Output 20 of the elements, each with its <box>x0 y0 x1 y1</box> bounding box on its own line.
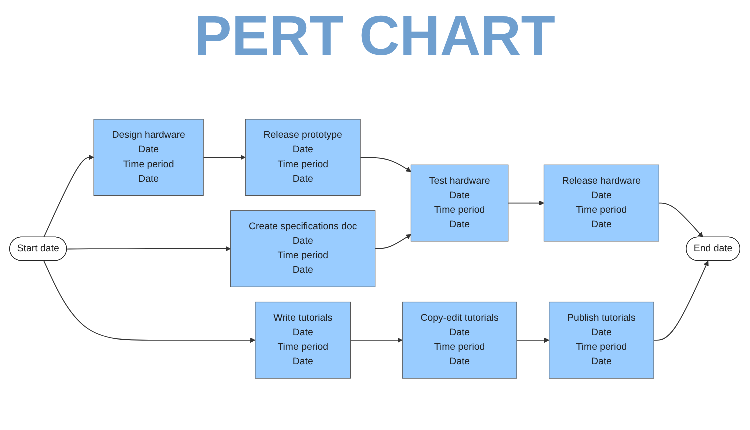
arrow <box>508 200 544 206</box>
node-box: Create specifications doc Date Time period Date <box>230 210 376 288</box>
arrow <box>66 246 232 252</box>
arrow <box>203 154 246 160</box>
arrow <box>654 260 709 341</box>
arrow <box>658 202 704 238</box>
node-box: Release prototype Date Time period Date <box>245 119 361 196</box>
arrow <box>350 338 403 344</box>
chart-title: PERT CHART <box>194 4 556 68</box>
node-box: Release hardware Date Time period Date <box>544 164 660 242</box>
node-box: Publish tutorials Date Time period Date <box>549 302 654 379</box>
node-box: Test hardware Date Time period Date <box>410 164 509 242</box>
node-box: Write tutorials Date Time period Date <box>255 302 352 379</box>
arrow <box>44 260 256 344</box>
arrow <box>516 338 550 344</box>
arrow <box>44 154 94 238</box>
arrow <box>374 234 412 250</box>
node-box: Copy-edit tutorials Date Time period Date <box>402 302 518 379</box>
arrow <box>360 157 412 172</box>
node-box: Design hardware Date Time period Date <box>94 119 204 196</box>
